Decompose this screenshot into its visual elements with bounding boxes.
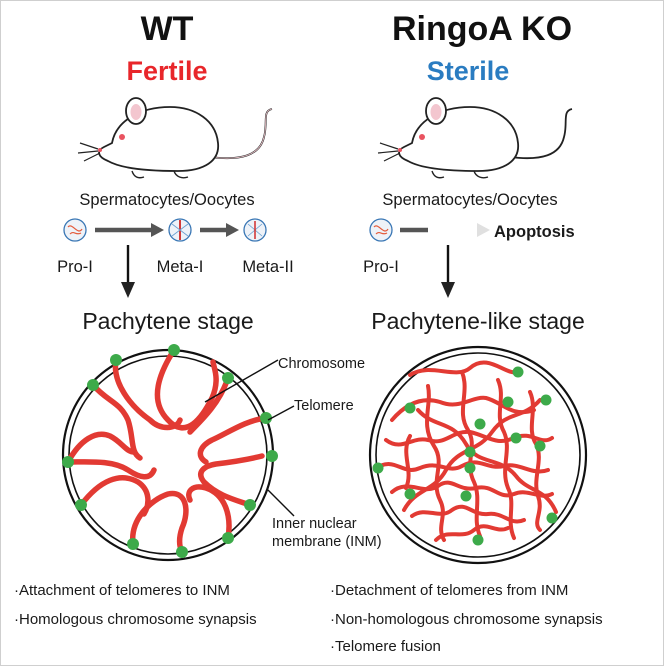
ko-cell-progression	[369, 218, 490, 242]
ko-title: RingoA KO	[392, 10, 572, 48]
wt-cell-type-label: Spermatocytes/Oocytes	[79, 191, 254, 209]
ko-pachytene-label: Pachytene-like stage	[371, 308, 585, 334]
ko-telomeres	[372, 366, 558, 546]
wt-bullet-2: ·Homologous chromosome synapsis	[14, 611, 257, 628]
inm-callout-line	[267, 489, 295, 517]
ko-nuclear-envelope-inner	[375, 352, 581, 558]
wt-meta-ii-cell-icon	[243, 218, 267, 242]
telomere-callout-label: Telomere	[294, 398, 354, 414]
ko-apoptosis-label: Apoptosis	[494, 223, 575, 241]
inm-callout-label-line1: Inner nuclear	[272, 516, 357, 532]
wt-nucleus	[61, 344, 278, 562]
ko-pro-i-cell-icon	[369, 218, 393, 242]
wt-stage-meta-ii: Meta-II	[242, 258, 293, 276]
ko-bullet-3: ·Telomere fusion	[330, 638, 441, 655]
wt-pachytene-label: Pachytene stage	[82, 308, 253, 334]
ko-cell-type-label: Spermatocytes/Oocytes	[382, 191, 557, 209]
wt-fertility-label: Fertile	[126, 56, 207, 86]
ko-mouse-icon	[377, 97, 573, 179]
wt-mouse-icon	[77, 97, 273, 179]
wt-stage-meta-i: Meta-I	[157, 258, 204, 276]
wt-cell-progression	[63, 218, 267, 242]
telomere-callout-line	[267, 405, 295, 421]
chromosome-callout-line	[204, 359, 279, 403]
wt-bullet-1: ·Attachment of telomeres to INM	[14, 582, 230, 599]
wt-stage-pro-i: Pro-I	[57, 258, 93, 276]
ko-bullet-2: ·Non-homologous chromosome synapsis	[330, 611, 603, 628]
chromosome-callout-label: Chromosome	[278, 356, 365, 372]
wt-telomeres	[62, 344, 278, 558]
ko-stage-pro-i: Pro-I	[363, 258, 399, 276]
wt-meta-i-cell-icon	[168, 218, 192, 242]
wt-chromosomes	[65, 347, 269, 555]
wt-title: WT	[141, 10, 194, 48]
ko-bullet-1: ·Detachment of telomeres from INM	[330, 582, 568, 599]
wt-pro-i-cell-icon	[63, 218, 87, 242]
ko-nucleus	[368, 345, 588, 565]
ko-fertility-label: Sterile	[427, 56, 510, 86]
inm-callout-label-line2: membrane (INM)	[272, 534, 382, 550]
